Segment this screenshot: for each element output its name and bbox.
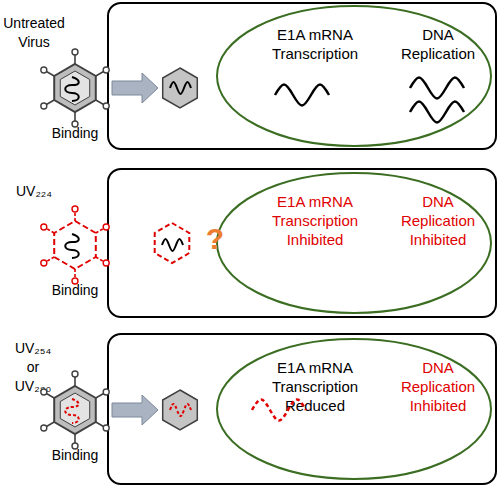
cell-nucleus: E1A mRNA Transcription Reduced DNA Replic… — [216, 338, 492, 480]
spike-knob — [72, 371, 78, 377]
spike-fiber — [96, 257, 104, 262]
spike-knob — [41, 224, 47, 230]
virus-particle: Binding — [37, 50, 113, 126]
spike-fiber — [74, 377, 76, 386]
entry-arrow — [112, 395, 158, 425]
spike-fiber — [96, 229, 104, 234]
nucleus-outline — [217, 339, 491, 479]
cell-nucleus: E1A mRNA Transcription DNA Replication — [216, 5, 492, 147]
capsid-spikes — [41, 371, 109, 449]
spike-fiber — [74, 434, 76, 443]
spike-knob — [103, 425, 109, 431]
spike-knob — [103, 103, 109, 109]
condition-label: UV₂₂₄ — [2, 182, 66, 201]
entry-arrow — [112, 73, 158, 103]
virus-particle: Binding — [37, 372, 113, 448]
nucleus-outline — [217, 173, 491, 313]
capsid-hexagon — [163, 390, 198, 430]
spike-knob — [103, 260, 109, 266]
capsid-hexagon — [163, 68, 198, 108]
spike-fiber — [46, 257, 54, 262]
capsid-spikes — [41, 206, 109, 284]
capsid-spikes — [41, 49, 109, 127]
process-label: DNA Replication — [395, 25, 481, 63]
condition-panel: UV₂₅₄ or UV₂₈₀E1A mRNA Transcription Red… — [107, 333, 497, 485]
virus-shape — [37, 50, 113, 126]
capsid-outline — [54, 386, 96, 434]
spike-fiber — [96, 72, 104, 77]
damaged-dna — [170, 404, 191, 416]
step-label: Binding — [25, 124, 125, 143]
process-label: DNA Replication Inhibited — [395, 358, 481, 415]
spike-fiber — [46, 394, 54, 399]
broken-capsid — [155, 223, 190, 263]
spike-fiber — [96, 394, 104, 399]
cell-nucleus: E1A mRNA Transcription Inhibited DNA Repl… — [216, 172, 492, 314]
viral-dna — [170, 82, 191, 94]
spike-knob — [41, 260, 47, 266]
spike-knob — [72, 49, 78, 55]
mrna-strand — [275, 85, 329, 106]
spike-fiber — [96, 422, 104, 427]
dna-strand — [410, 102, 464, 123]
process-label: DNA Replication Inhibited — [395, 192, 481, 249]
capsid-inner — [60, 393, 89, 427]
spike-fiber — [74, 212, 76, 221]
nucleus-outline — [217, 6, 491, 146]
spike-knob — [103, 389, 109, 395]
step-label: Binding — [25, 446, 125, 465]
spike-knob — [41, 103, 47, 109]
condition-label: Untreated Virus — [2, 14, 66, 52]
process-label: E1A mRNA Transcription — [265, 25, 365, 63]
viral-dna — [162, 239, 183, 251]
spike-fiber — [46, 72, 54, 77]
unknown-mark: ? — [203, 222, 227, 256]
virus-particle: Binding — [37, 207, 113, 283]
spike-fiber — [74, 55, 76, 64]
step-label: Binding — [25, 281, 125, 300]
condition-panel: Untreated VirusE1A mRNA TranscriptionDNA… — [107, 2, 497, 150]
condition-label: UV₂₅₄ or UV₂₈₀ — [9, 339, 57, 396]
spike-knob — [72, 206, 78, 212]
capsid-outline — [54, 221, 96, 269]
spike-knob — [103, 224, 109, 230]
virus-shape — [37, 372, 113, 448]
spike-knob — [41, 389, 47, 395]
capsid-outline — [54, 64, 96, 112]
viral-dna — [65, 77, 79, 101]
spike-fiber — [46, 229, 54, 234]
capsid-inner — [60, 71, 89, 105]
process-label: E1A mRNA Transcription Reduced — [265, 358, 365, 415]
dna-strand — [410, 78, 464, 99]
process-label: E1A mRNA Transcription Inhibited — [265, 192, 365, 249]
spike-knob — [41, 425, 47, 431]
condition-panel: UV₂₂₄E1A mRNA Transcription InhibitedDNA… — [107, 168, 497, 318]
spike-fiber — [96, 100, 104, 105]
spike-fiber — [74, 269, 76, 278]
damaged-dna — [252, 400, 306, 421]
spike-fiber — [46, 100, 54, 105]
spike-knob — [41, 67, 47, 73]
viral-dna — [65, 399, 79, 423]
spike-fiber — [46, 422, 54, 427]
spike-knob — [103, 67, 109, 73]
spike-fiber — [74, 112, 76, 121]
viral-dna — [65, 234, 79, 258]
virus-shape — [37, 207, 113, 283]
